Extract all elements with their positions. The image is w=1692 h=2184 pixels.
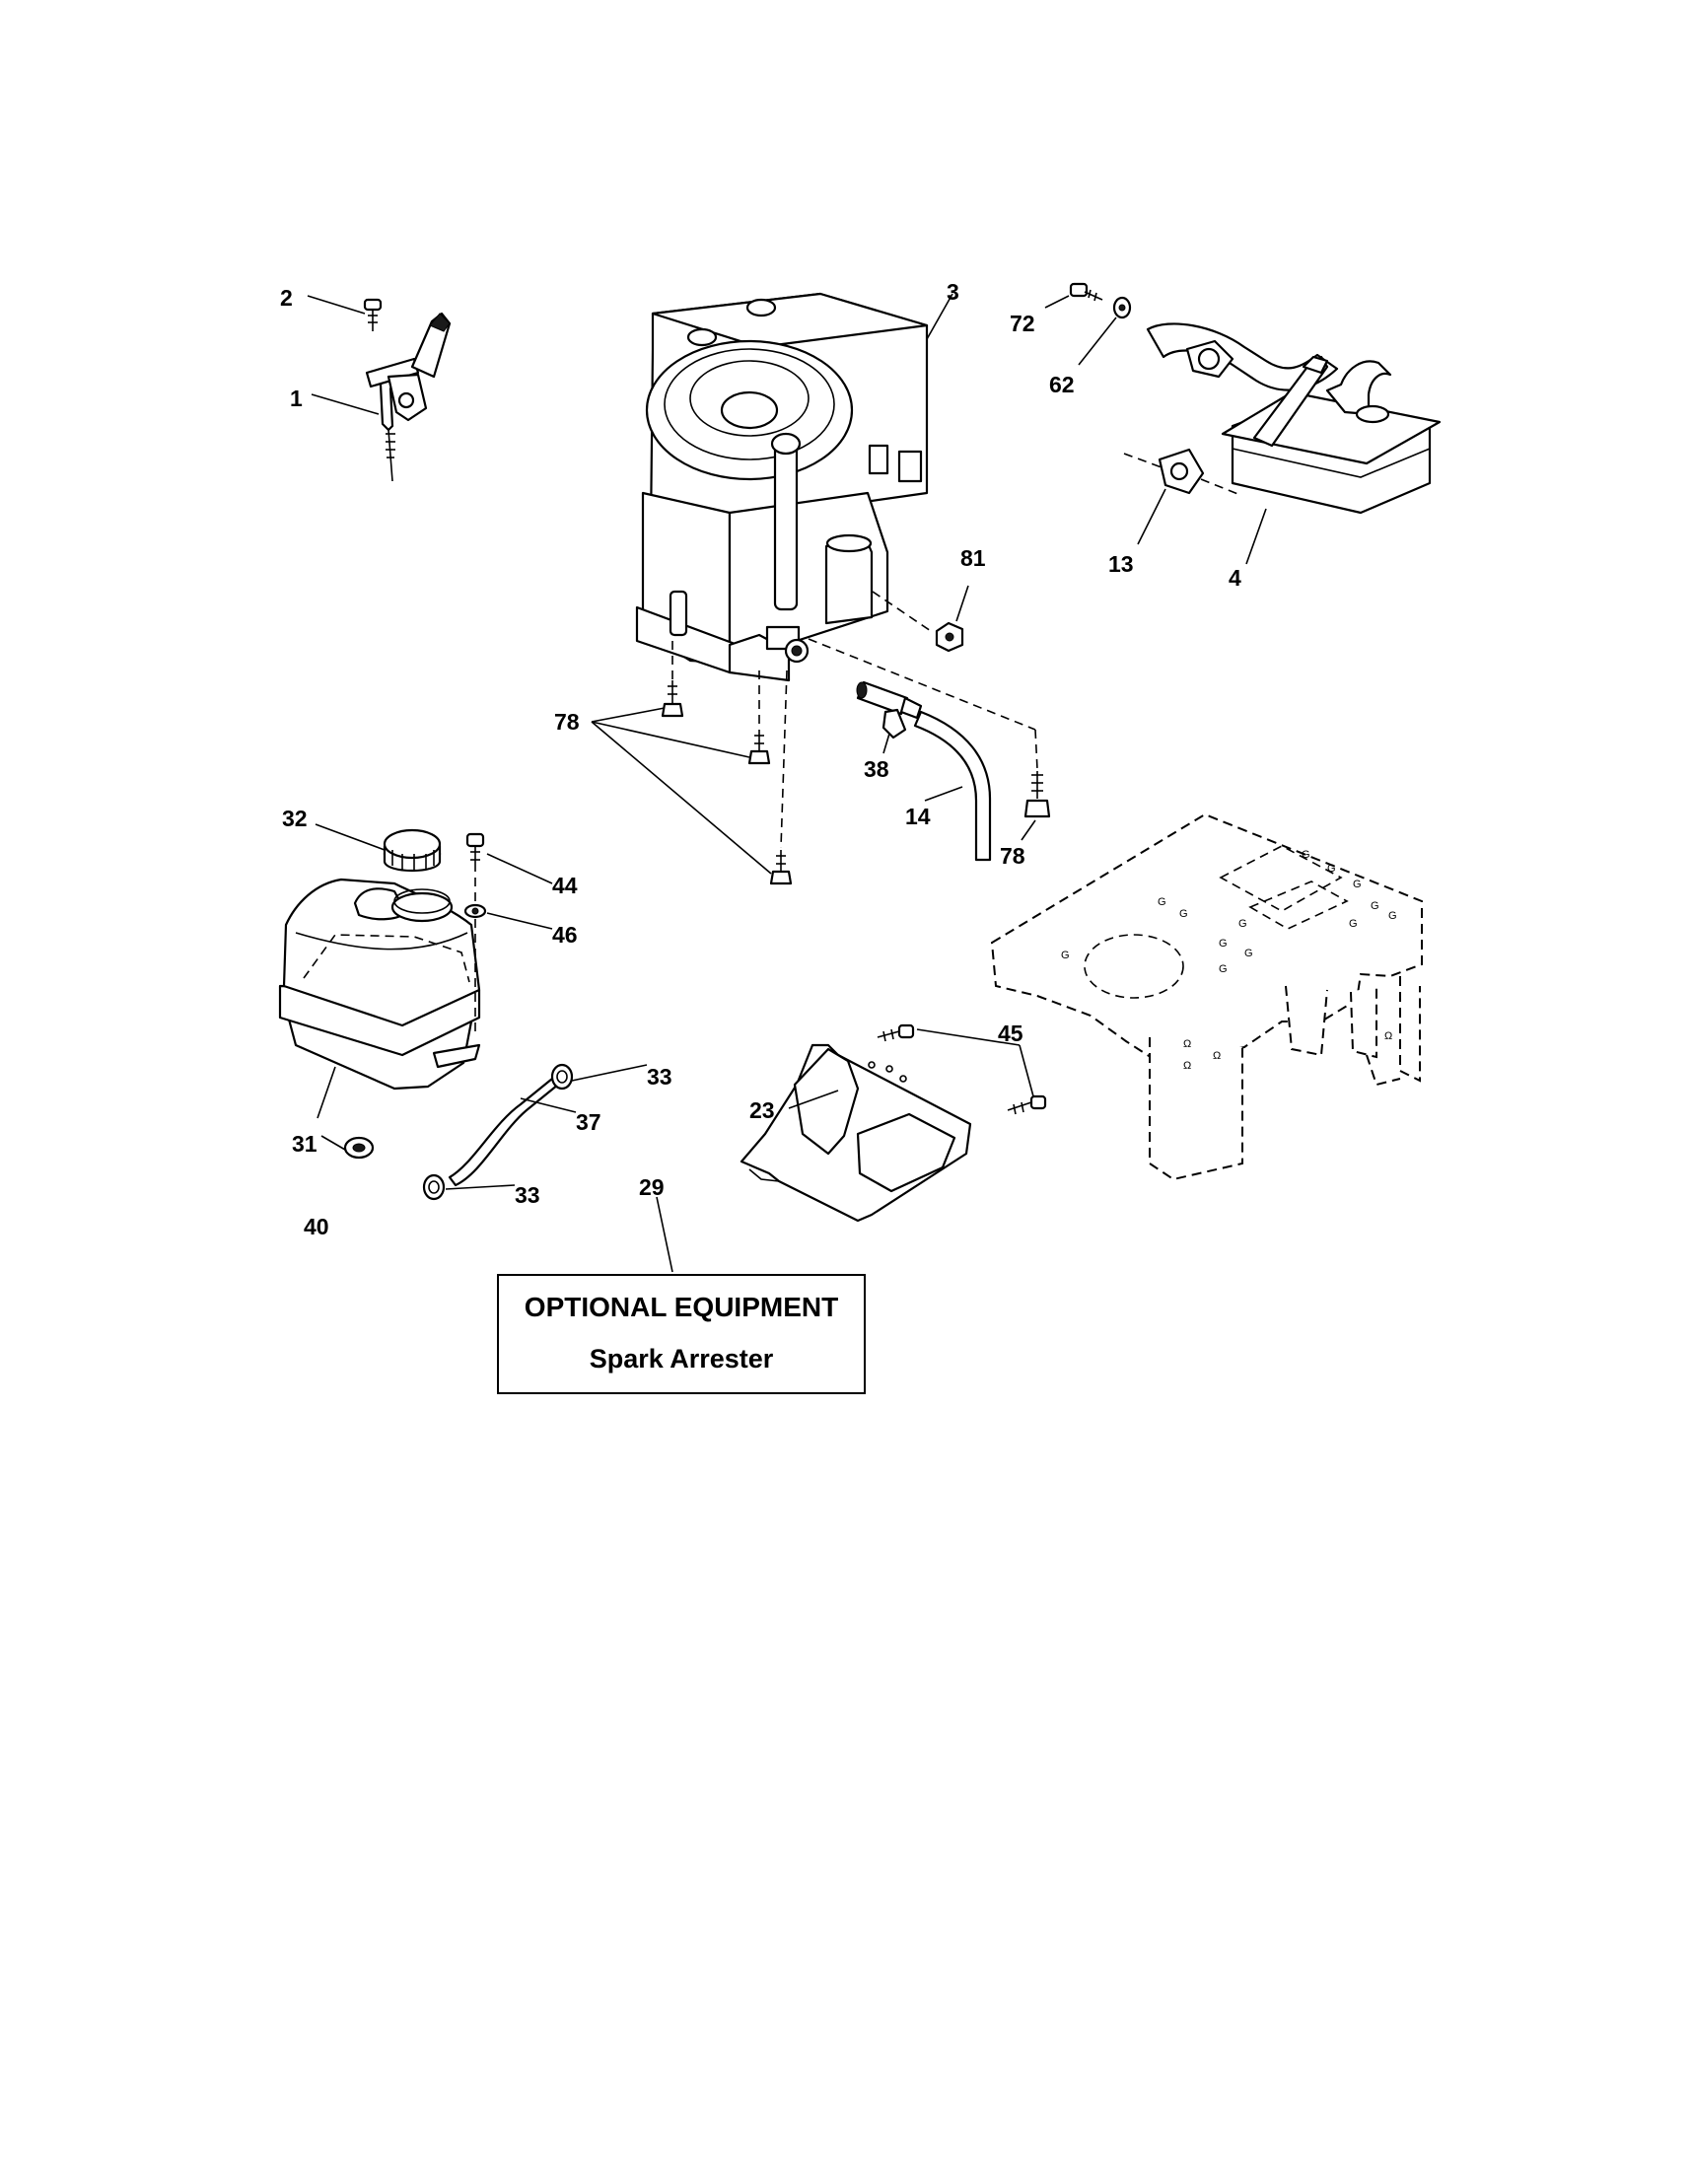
svg-text:G: G <box>1353 879 1362 890</box>
label-4: 4 <box>1229 565 1241 591</box>
svg-text:G: G <box>1219 963 1228 975</box>
engine-mount-lines <box>671 591 1038 849</box>
label-2: 2 <box>280 285 293 311</box>
gasket-13 <box>1123 448 1241 496</box>
svg-text:G: G <box>1371 900 1379 912</box>
svg-text:Ω: Ω <box>1183 1060 1191 1072</box>
svg-text:Ω: Ω <box>1213 1050 1221 1062</box>
screw-44 <box>465 832 485 872</box>
nut-81 <box>935 621 964 653</box>
label-3: 3 <box>947 279 959 305</box>
svg-text:G: G <box>1349 918 1358 930</box>
fuel-filter-38 <box>856 680 923 740</box>
label-31: 31 <box>292 1131 317 1157</box>
svg-text:G: G <box>1327 863 1336 875</box>
svg-text:G: G <box>1388 910 1397 922</box>
grommet-40 <box>343 1136 375 1160</box>
label-13: 13 <box>1108 551 1134 577</box>
label-40: 40 <box>304 1214 329 1239</box>
fuel-tank-31 <box>278 878 481 1091</box>
label-38: 38 <box>864 756 889 782</box>
label-81: 81 <box>960 545 986 571</box>
label-33-upper: 33 <box>647 1064 672 1090</box>
label-62: 62 <box>1049 372 1075 397</box>
svg-text:Ω: Ω <box>1384 1030 1392 1042</box>
label-72: 72 <box>1010 311 1035 336</box>
label-46: 46 <box>552 922 578 948</box>
engine-bolts-78 <box>661 680 1051 885</box>
svg-text:G: G <box>1158 896 1166 908</box>
svg-text:Ω: Ω <box>1183 1038 1191 1050</box>
label-23: 23 <box>749 1097 775 1123</box>
callout-subtitle: Spark Arrester <box>589 1344 774 1374</box>
fuel-hose-37 <box>448 1077 560 1187</box>
chassis-frame: G G G G G G G G G G G G G Ω Ω Ω Ω <box>990 812 1423 1181</box>
washer-46 <box>463 878 487 1035</box>
throttle-control <box>365 312 452 482</box>
hose-clamp-33-lower <box>422 1173 446 1201</box>
svg-text:G: G <box>1179 908 1188 920</box>
label-14: 14 <box>905 804 931 829</box>
hose-clamp-33-upper <box>550 1063 574 1091</box>
svg-text:G: G <box>1238 918 1247 930</box>
svg-text:G: G <box>1219 938 1228 950</box>
engine <box>635 292 929 682</box>
fuel-cap-32 <box>383 828 442 872</box>
svg-text:G: G <box>1244 948 1253 959</box>
washer-62 <box>1112 296 1132 319</box>
heat-shield-23 <box>740 1043 972 1223</box>
fuel-line-14 <box>913 710 992 862</box>
leader-lines <box>307 293 1267 1273</box>
label-78-right: 78 <box>1000 843 1025 869</box>
callout-title: OPTIONAL EQUIPMENT <box>524 1292 839 1322</box>
screw-2 <box>363 298 383 331</box>
muffler-4 <box>1146 322 1442 515</box>
label-33-lower: 33 <box>515 1182 540 1208</box>
label-1: 1 <box>290 386 303 411</box>
label-78-left: 78 <box>554 709 580 735</box>
label-37: 37 <box>576 1109 601 1135</box>
optional-equipment-callout: OPTIONAL EQUIPMENT Spark Arrester <box>497 1274 866 1394</box>
label-29: 29 <box>639 1174 665 1200</box>
bolt-45-upper <box>877 1023 915 1042</box>
bolt-45-lower <box>1007 1094 1047 1115</box>
svg-text:G: G <box>1302 849 1310 861</box>
label-32: 32 <box>282 806 308 831</box>
svg-text:G: G <box>1061 950 1070 961</box>
label-44: 44 <box>552 873 578 898</box>
label-45: 45 <box>998 1021 1023 1046</box>
bolt-72 <box>1069 282 1103 302</box>
